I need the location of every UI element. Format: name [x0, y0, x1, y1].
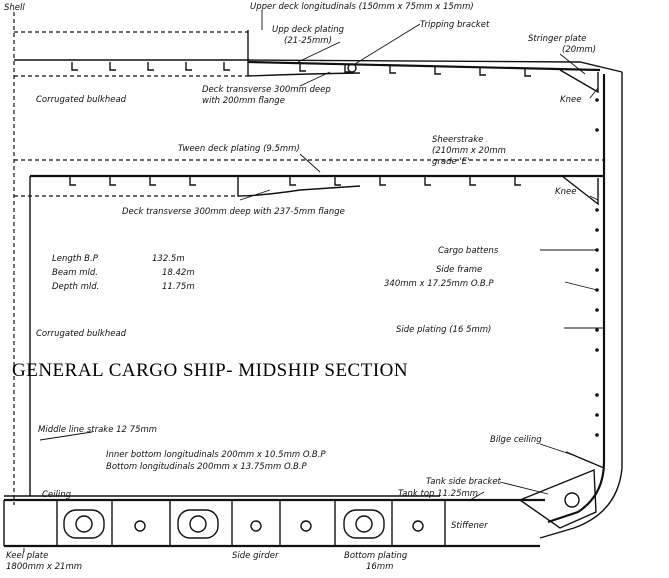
particular-value: 132.5m: [152, 254, 185, 264]
side-frames: [595, 98, 599, 437]
label-deck-transverse-lower: Deck transverse 300mm deep with 237-5mm …: [122, 207, 345, 217]
lightening-holes: [63, 509, 424, 539]
particular-name: Beam mld.: [52, 268, 98, 278]
label-bottom-plating-1: Bottom plating: [344, 551, 408, 561]
label-cargo-battens: Cargo battens: [438, 246, 499, 256]
particular-value: 11.75m: [162, 282, 195, 292]
label-sheerstrake-3: grade 'E': [432, 157, 469, 167]
label-tank-side-bracket: Tank side bracket: [426, 477, 502, 487]
shell-outer: [539, 72, 623, 539]
particular-value: 18.42m: [162, 268, 195, 278]
label-inner-bottom-longitudinals: Inner bottom longitudinals 200mm x 10.5m…: [106, 450, 326, 460]
label-upper-deck-plating-thk: (21-25mm): [284, 36, 332, 46]
label-deck-transverse-upper-2: with 200mm flange: [202, 96, 285, 106]
diagram-title: GENERAL CARGO SHIP- MIDSHIP SECTION: [12, 360, 408, 381]
label-middle-line-strake: Middle line strake 12 75mm: [38, 425, 157, 435]
label-corrugated-bulkhead-lower: Corrugated bulkhead: [36, 329, 127, 339]
label-tween-deck-plating: Tween deck plating (9.5mm): [178, 144, 300, 154]
deck-transverse-lower: [237, 176, 361, 197]
label-keel-plate-1: Keel plate: [6, 551, 48, 561]
leader-lines: [23, 10, 604, 552]
upper-deck-plating: [14, 59, 623, 73]
label-deck-transverse-upper-1: Deck transverse 300mm deep: [202, 85, 331, 95]
floor-stiffeners: [56, 500, 446, 546]
particular-name: Length B.P: [52, 254, 99, 264]
label-side-girder: Side girder: [232, 551, 279, 561]
particular-name: Depth mld.: [52, 282, 99, 292]
tank-side-bracket-shape: [518, 468, 597, 529]
label-upper-deck-longitudinals: Upper deck longitudinals (150mm x 75mm x…: [250, 2, 474, 12]
label-tripping-bracket: Tripping bracket: [420, 20, 490, 30]
tween-deck-longitudinals: [69, 176, 521, 186]
label-tank-top: Tank top 11.25mm: [398, 489, 478, 499]
label-corrugated-bulkhead-upper: Corrugated bulkhead: [36, 95, 127, 105]
upper-deck-longitudinals: [71, 62, 531, 77]
label-knee-lower: Knee: [555, 187, 576, 197]
tripping-bracket-mark: [347, 63, 357, 73]
label-stringer-plate: Stringer plate: [528, 34, 586, 44]
label-sheerstrake-1: Sheerstrake: [432, 135, 483, 145]
label-sheerstrake-2: (210mm x 20mm: [432, 146, 506, 156]
label-bottom-plating-2: 16mm: [366, 562, 393, 572]
label-ceiling: Ceiling: [42, 490, 72, 500]
label-side-frame-2: 340mm x 17.25mm O.B.P: [384, 279, 494, 289]
label-shell: Shell: [4, 3, 25, 13]
knee-lower-shape: [561, 175, 599, 206]
label-upper-deck-plating: Upp deck plating: [272, 25, 345, 35]
label-stiffener: Stiffener: [451, 521, 488, 531]
ship-particulars: Length B.P 132.5m Beam mld. 18.42m Depth…: [52, 254, 195, 292]
bracket-hole: [564, 492, 580, 508]
deck-transverse-upper: [247, 72, 361, 77]
shell-side: [547, 74, 606, 524]
label-bottom-longitudinals: Bottom longitudinals 200mm x 13.75mm O.B…: [106, 462, 308, 472]
label-stringer-plate-thk: (20mm): [562, 45, 596, 55]
upper-deck-line: [247, 60, 601, 72]
knee-upper-shape: [559, 69, 599, 94]
label-knee-upper: Knee: [560, 95, 581, 105]
label-side-frame-1: Side frame: [436, 265, 482, 275]
label-keel-plate-2: 1800mm x 21mm: [6, 562, 82, 572]
label-bilge-ceiling: Bilge ceiling: [490, 435, 542, 445]
label-side-plating: Side plating (16 5mm): [396, 325, 491, 335]
